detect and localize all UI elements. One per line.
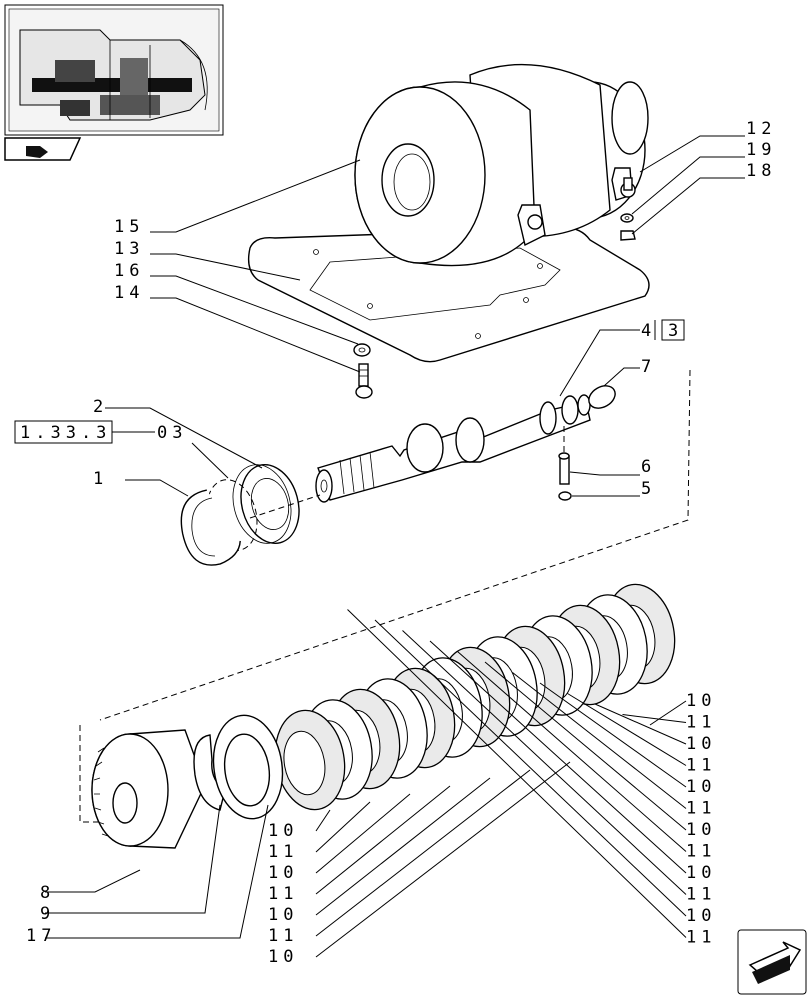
callout-1: 1 bbox=[93, 469, 108, 489]
callout-10-bottom: 10 bbox=[268, 863, 298, 883]
input-shaft bbox=[315, 394, 591, 503]
callout-15: 15 bbox=[114, 217, 144, 237]
torque-converter-housing bbox=[354, 63, 649, 267]
callout-17: 17 bbox=[26, 926, 56, 946]
callout-10-right: 10 bbox=[686, 734, 716, 754]
snap-ring-9 bbox=[193, 734, 226, 811]
next-page-arrow-icon[interactable] bbox=[737, 929, 807, 995]
callout-19: 19 bbox=[746, 140, 776, 160]
washer-16 bbox=[353, 343, 371, 357]
callout-10-right: 10 bbox=[686, 777, 716, 797]
callout-16: 16 bbox=[114, 261, 144, 281]
callout-10-right: 10 bbox=[686, 820, 716, 840]
gear-leader-lines bbox=[45, 804, 269, 939]
reference-box-1-33-3[interactable]: 1.33.3 bbox=[14, 420, 113, 444]
callout-11-right: 11 bbox=[686, 756, 716, 776]
callout-12: 12 bbox=[746, 119, 776, 139]
washer-19 bbox=[620, 213, 634, 223]
callout-3-box[interactable]: 3 bbox=[661, 319, 685, 341]
seal-ring-7 bbox=[588, 385, 616, 409]
screw-14 bbox=[355, 363, 373, 399]
bearing-2 bbox=[232, 463, 300, 545]
callout-3: 3 bbox=[668, 321, 683, 341]
transmission-cutaway-thumbnail[interactable] bbox=[4, 4, 224, 136]
snap-ring-1 bbox=[180, 489, 241, 566]
callout-7: 7 bbox=[641, 357, 656, 377]
thrust-washer-17 bbox=[212, 714, 284, 820]
callout-11-bottom: 11 bbox=[268, 926, 298, 946]
callout-11-right: 11 bbox=[686, 842, 716, 862]
callout-11-right: 11 bbox=[686, 928, 716, 948]
mounting-plate bbox=[247, 227, 650, 363]
callout-11-bottom: 11 bbox=[268, 842, 298, 862]
callout-4: 4 bbox=[641, 321, 656, 341]
callout-11-right: 11 bbox=[686, 799, 716, 819]
callout-13: 13 bbox=[114, 239, 144, 259]
callout-9: 9 bbox=[40, 904, 55, 924]
callout-10-right: 10 bbox=[686, 906, 716, 926]
callout-10-right: 10 bbox=[686, 863, 716, 883]
bolt-12 bbox=[620, 177, 636, 198]
callout-5: 5 bbox=[641, 479, 656, 499]
clutch-plate-stack bbox=[274, 583, 676, 811]
drive-gear-8 bbox=[91, 729, 206, 849]
plate-leader-lines bbox=[315, 609, 687, 958]
callout-11-right: 11 bbox=[686, 885, 716, 905]
callout-03: 03 bbox=[157, 423, 187, 443]
callout-11-right: 11 bbox=[686, 713, 716, 733]
leader-lines bbox=[105, 135, 745, 497]
callout-2: 2 bbox=[93, 397, 108, 417]
callout-14: 14 bbox=[114, 283, 144, 303]
clutch-plate bbox=[274, 709, 346, 811]
callout-10-bottom: 10 bbox=[268, 905, 298, 925]
callout-11-bottom: 11 bbox=[268, 884, 298, 904]
callout-8: 8 bbox=[40, 883, 55, 903]
callout-10-right: 10 bbox=[686, 691, 716, 711]
reference-1-33-3: 1.33.3 bbox=[20, 423, 111, 443]
callout-6: 6 bbox=[641, 457, 656, 477]
callout-10-bottom: 10 bbox=[268, 821, 298, 841]
washer-5 bbox=[558, 491, 572, 501]
callout-10-bottom: 10 bbox=[268, 947, 298, 967]
callout-18: 18 bbox=[746, 161, 776, 181]
pin-6 bbox=[558, 452, 570, 485]
nut-18 bbox=[620, 230, 636, 241]
page-arrow-icon[interactable] bbox=[4, 137, 82, 161]
